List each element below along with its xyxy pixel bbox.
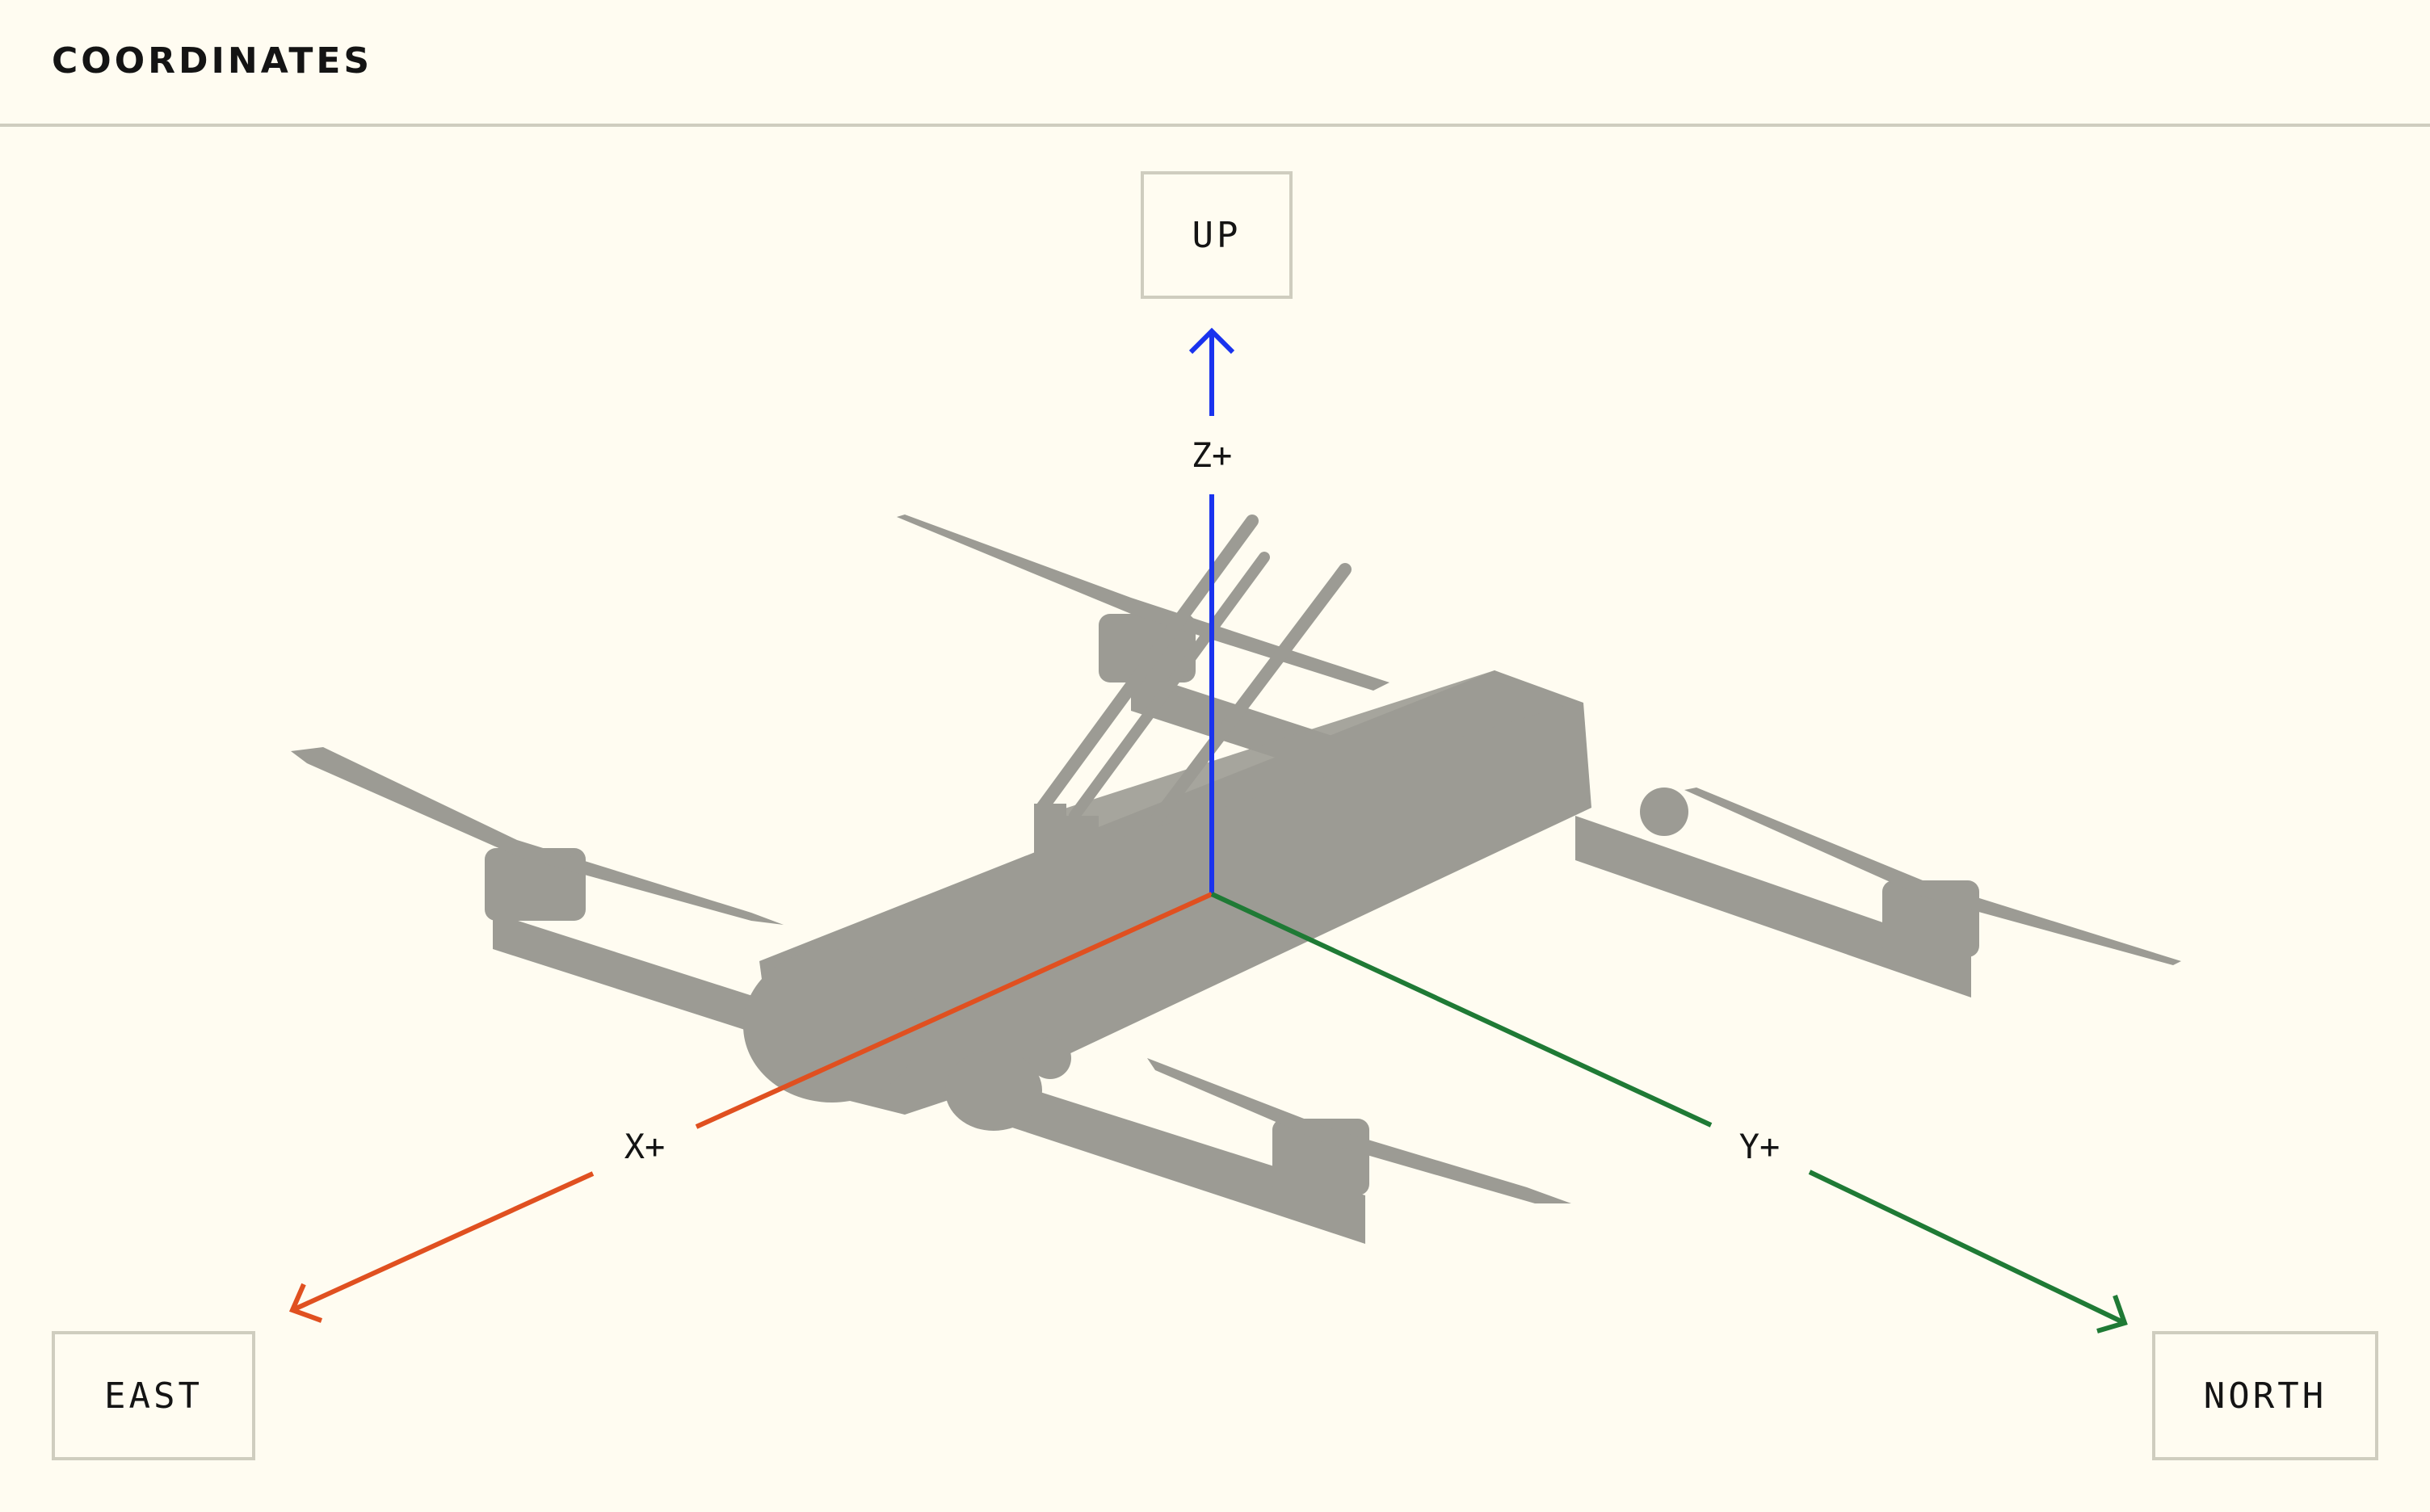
header-bar: COORDINATES — [0, 0, 2430, 127]
x-axis-label: X+ — [624, 1127, 666, 1166]
direction-up-box: UP — [1141, 171, 1293, 299]
direction-east-box: EAST — [52, 1331, 255, 1460]
z-axis-arrowhead — [1188, 327, 1235, 355]
z-axis-label: Z+ — [1192, 435, 1233, 475]
direction-north-box: NORTH — [2152, 1331, 2378, 1460]
quadcopter-drone-icon — [291, 514, 2181, 1244]
y-axis: Y+ — [1210, 892, 2128, 1334]
page-title: COORDINATES — [52, 40, 373, 82]
z-axis: Z+ — [1188, 327, 1235, 894]
x-axis: X+ — [288, 892, 1213, 1323]
y-axis-arrowhead — [2096, 1295, 2128, 1334]
y-axis-label: Y+ — [1739, 1127, 1780, 1166]
x-axis-arrowhead — [288, 1283, 323, 1323]
